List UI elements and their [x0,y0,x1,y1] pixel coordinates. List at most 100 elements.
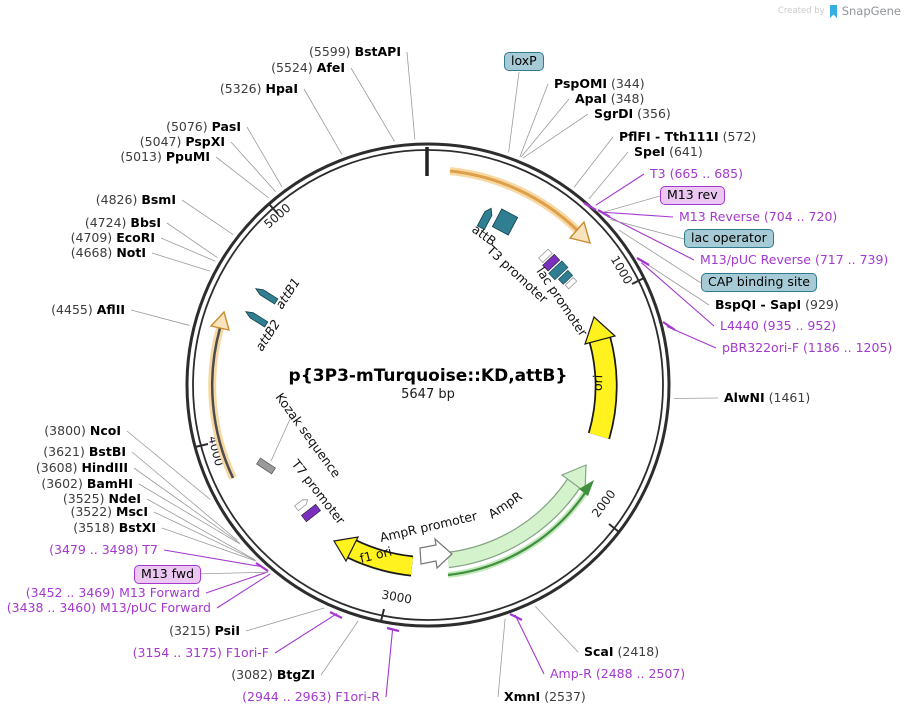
site-label-msci[interactable]: (3522)MscI [68,504,150,519]
site-label-m13-puc-forward[interactable]: (3438 .. 3460)M13/pUC Forward [5,600,213,615]
site-label-bamhi[interactable]: (3602)BamHI [39,476,135,491]
site-label-pspomi[interactable]: PspOMI(344) [552,76,647,91]
feature-attb2-arrow[interactable] [244,309,269,328]
feature-ampr-direction-arrow[interactable] [447,480,594,578]
feature-attb-block[interactable] [491,208,519,236]
site-label-apai[interactable]: ApaI(348) [573,91,646,106]
site-name: BstXI [118,520,156,535]
site-label-hpai[interactable]: (5326)HpaI [218,81,300,96]
site-label-alwni[interactable]: AlwNI(1461) [722,390,812,405]
leader-line [520,98,570,158]
site-name: NcoI [89,423,121,438]
site-label-aflii[interactable]: (4455)AflII [49,302,127,317]
leader-line [146,498,256,561]
site-label-xmni[interactable]: XmnI(2537) [502,689,588,704]
boxed-label-lac-operator[interactable]: lac operator [684,229,774,248]
feature-ori[interactable] [584,315,618,440]
leader-line [603,195,661,213]
leader-line [230,141,276,193]
leader-line [161,527,257,562]
leader-line [215,156,269,199]
site-label-t7[interactable]: (3479 .. 3498)T7 [47,542,160,557]
site-label-noti[interactable]: (4668)NotI [69,245,148,260]
plasmid-backbone-outer[interactable] [185,142,671,628]
site-label-psii[interactable]: (3215)PsiI [167,623,242,638]
label-ampr-promoter: AmpR promoter [378,508,479,545]
site-label-m13-puc-reverse[interactable]: M13/pUC Reverse(717 .. 739) [698,252,890,267]
site-label-f1ori-f[interactable]: (3154 .. 3175)F1ori-F [131,645,271,660]
site-label-hindiii[interactable]: (3608)HindIII [34,460,130,475]
leader-line [639,258,710,306]
boxed-label-m13-fwd[interactable]: M13 fwd [134,565,202,584]
leader-line [595,173,645,206]
site-label-afei[interactable]: (5524)AfeI [269,60,347,75]
feature-f1-ori[interactable] [333,536,414,577]
site-label-l4440[interactable]: L4440(935 .. 952) [718,318,838,333]
site-label-pspxi[interactable]: (5047)PspXI [138,134,227,149]
watermark: Created by SnapGene [778,4,901,18]
site-position: (348) [610,91,645,106]
site-label-pasi[interactable]: (5076)PasI [164,119,243,134]
site-name: BstBI [88,444,126,459]
site-label-btgzi[interactable]: (3082)BtgZI [229,667,317,682]
site-label-ndei[interactable]: (3525)NdeI [61,491,143,506]
feature-lac-cluster[interactable] [536,248,578,292]
scale-ticks [194,203,645,622]
site-name: BbsI [130,215,161,230]
site-label-pbr322ori-f[interactable]: pBR322ori-F(1186 .. 1205) [720,340,894,355]
site-label-bsmi[interactable]: (4826)BsmI [94,192,178,207]
site-label-spei[interactable]: SpeI(641) [632,144,705,159]
site-position: (5524) [271,60,313,75]
feature-t7-white-arrow[interactable] [294,497,310,512]
leader-line [588,151,629,200]
site-name: M13/pUC Forward [100,600,211,615]
site-position: (4455) [51,302,93,317]
site-position: (3479 .. 3498) [49,542,139,557]
site-position: (3154 .. 3175) [132,645,222,660]
boxed-label-cap-binding-site[interactable]: CAP binding site [701,273,817,292]
site-label-ppumi[interactable]: (5013)PpuMI [118,149,212,164]
site-label-t3[interactable]: T3(665 .. 685) [648,166,745,181]
boxed-label-m13-rev[interactable]: M13 rev [660,186,725,205]
site-label-bstapi[interactable]: (5599)BstAPI [307,44,403,59]
feature-attb1-arrow[interactable] [254,286,279,305]
feature-t7-promoter-block[interactable] [301,503,321,523]
site-name: PpuMI [165,149,210,164]
feature-arc-left-orange[interactable] [208,310,237,480]
leader-line [514,614,545,675]
site-label-scai[interactable]: ScaI(2418) [582,644,661,659]
site-position: (2488 .. 2507) [595,666,686,681]
site-position: (5013) [120,149,162,164]
boxed-label-loxp[interactable]: loxP [504,52,544,71]
site-label-ecori[interactable]: (4709)EcoRI [69,230,157,245]
site-label-f1ori-r[interactable]: (2944 .. 2963)F1ori-R [240,689,382,704]
leader-line [522,113,589,159]
leader-line [126,430,211,500]
feature-kozak-block[interactable] [256,457,276,475]
site-label-m13-forward[interactable]: (3452 .. 3469)M13 Forward [24,585,202,600]
site-label-bbsi[interactable]: (4724)BbsI [83,215,163,230]
site-name: NdeI [108,491,141,506]
feature-arc-top-orange[interactable] [449,167,592,244]
site-label-bstxi[interactable]: (3518)BstXI [71,520,158,535]
site-label-sgrdi[interactable]: SgrDI(356) [592,106,673,121]
site-label-ncoi[interactable]: (3800)NcoI [42,423,123,438]
leader-line [605,214,695,261]
site-label-bstbi[interactable]: (3621)BstBI [41,444,128,459]
leader-line [385,628,394,698]
leader-line [508,71,520,153]
snapgene-logo-icon [829,4,837,18]
site-position: (2418) [617,644,660,659]
site-label-m13-reverse[interactable]: M13 Reverse(704 .. 720) [677,209,839,224]
feature-ampr-promoter-arrow[interactable] [419,537,453,570]
site-label-bspqi-sapi[interactable]: BspQI - SapI(929) [713,297,841,312]
feature-ampr[interactable] [446,464,587,569]
site-name: M13/pUC Reverse [700,252,811,267]
site-label-pflfi-tth111i[interactable]: PflFI - Tth111I(572) [617,129,758,144]
feature-attb-block-arrow[interactable] [476,206,494,231]
site-label-amp-r[interactable]: Amp-R(2488 .. 2507) [548,666,687,681]
site-name: M13 Reverse [679,209,760,224]
leader-line [320,620,359,676]
